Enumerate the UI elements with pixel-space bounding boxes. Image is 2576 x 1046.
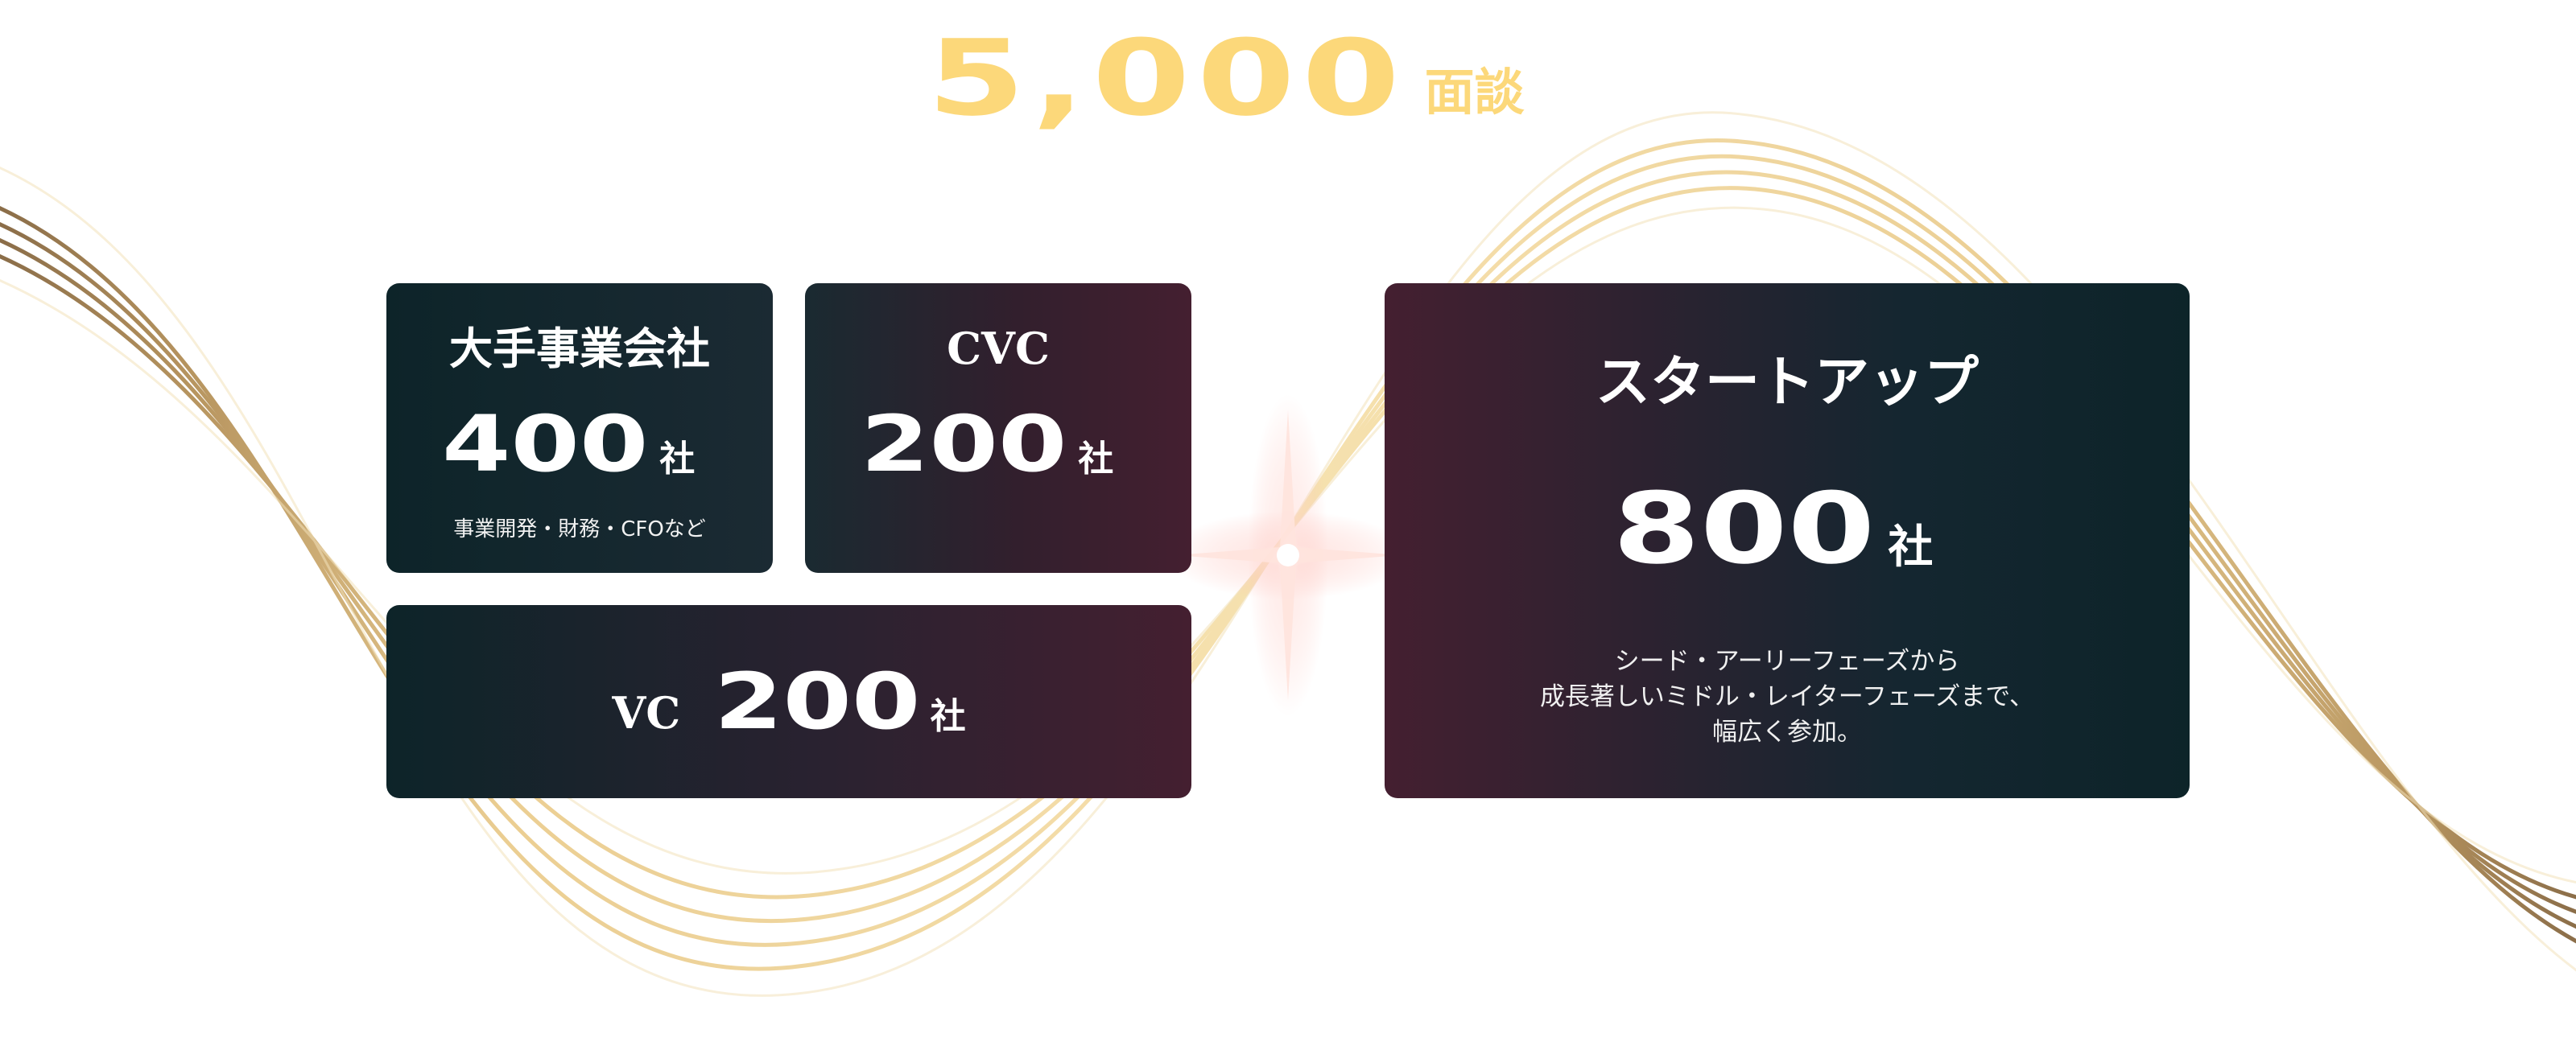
card-value: 200 社 (805, 396, 1191, 515)
card-description: シード・アーリーフェーズから 成長著しいミドル・レイターフェーズまで、 幅広く参… (1385, 644, 2190, 750)
card-suffix: 社 (930, 696, 966, 737)
card-count: 200 (860, 399, 1067, 489)
total-meetings-unit: 面談 (1424, 63, 1525, 121)
card-title: CVC (947, 323, 1050, 374)
card-title: 大手事業会社 (449, 323, 710, 374)
card-description-line: 幅広く参加。 (1712, 718, 1862, 747)
card-count: 200 (714, 657, 921, 747)
total-meetings-headline: 5,000 面談 (0, 18, 2576, 138)
total-meetings-count: 5,000 (927, 17, 1407, 139)
card-count: 400 (441, 399, 649, 489)
card-suffix: 社 (1078, 439, 1114, 480)
card-cvc: CVC 200 社 (805, 283, 1191, 573)
card-title: スタートアップ (1595, 350, 1979, 414)
sparkle-icon (1167, 394, 1409, 716)
card-description-line: 成長著しいミドル・レイターフェーズまで、 (1539, 682, 2035, 711)
card-description-line: シード・アーリーフェーズから (1614, 647, 1960, 676)
card-suffix: 社 (659, 439, 696, 480)
card-note: 事業開発・財務・CFOなど (453, 517, 706, 542)
card-count: 800 (1612, 472, 1875, 586)
card-suffix: 社 (1888, 521, 1934, 574)
card-title: VC (612, 687, 681, 739)
